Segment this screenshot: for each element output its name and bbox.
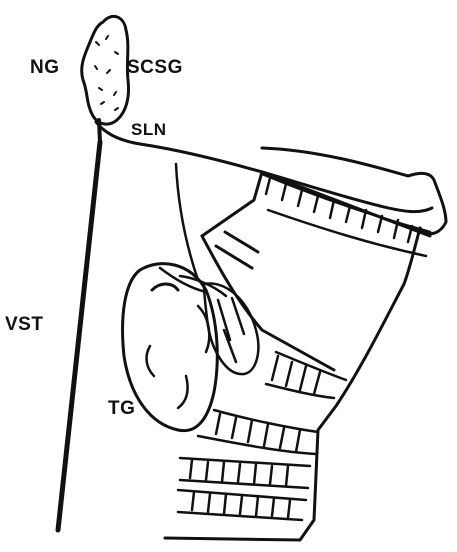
trunk-stem — [99, 120, 100, 142]
superior-laryngeal-nerve-branch — [176, 164, 198, 280]
cricothyroid-muscle — [160, 268, 258, 374]
label-sln: SLN — [131, 120, 167, 140]
label-tg: TG — [108, 398, 135, 420]
ganglion-shape — [82, 16, 129, 124]
vagosympathetic-trunk — [58, 142, 100, 530]
label-ng: NG — [30, 57, 60, 79]
label-scsg: SCSG — [127, 57, 183, 79]
label-vst: VST — [5, 314, 43, 336]
